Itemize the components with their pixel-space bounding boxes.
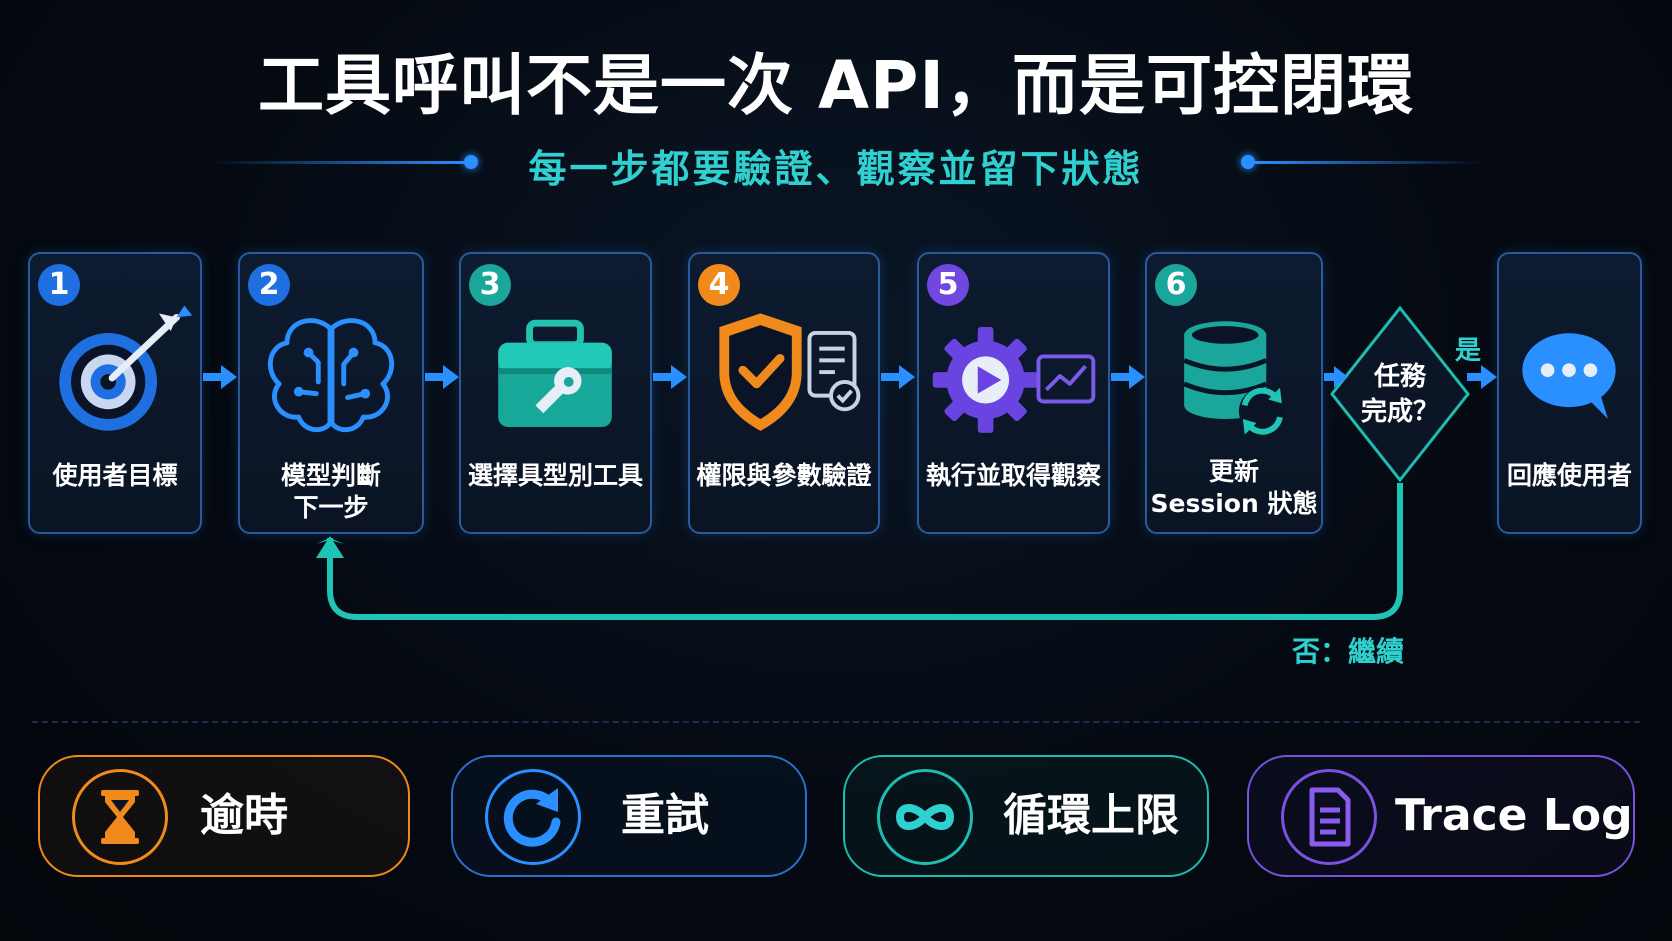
step-number-badge: 5 <box>927 264 969 306</box>
decision-label-line: 任務 <box>1373 362 1426 392</box>
arrow-right-icon <box>653 365 687 389</box>
arrow-right-icon <box>881 365 915 389</box>
step-label: 執行並取得觀察 <box>919 460 1108 492</box>
subtitle-line-left <box>210 161 468 164</box>
step-card-1: 1 使用者目標 <box>28 252 202 534</box>
step-label-line: 執行並取得觀察 <box>925 461 1101 490</box>
step-label: 模型判斷 下一步 <box>240 460 422 524</box>
hourglass-icon <box>72 769 168 865</box>
step-label: 使用者目標 <box>30 460 200 492</box>
step-number-badge: 4 <box>698 264 740 306</box>
feature-loop-limit: 循環上限 <box>843 755 1209 877</box>
retry-icon <box>485 769 581 865</box>
feature-label: Trace Log <box>1395 790 1633 841</box>
subtitle-dot-left <box>464 155 478 169</box>
step-number-badge: 2 <box>248 264 290 306</box>
final-label: 回應使用者 <box>1499 460 1640 492</box>
feature-label: 逾時 <box>200 790 288 841</box>
yes-label: 是 <box>1455 336 1482 366</box>
step-label-line: Session 狀態 <box>1150 489 1318 518</box>
section-divider <box>32 721 1640 723</box>
arrow-right-icon <box>425 365 459 389</box>
toolbox-icon <box>498 319 612 427</box>
step-card-4: 4 權限與參數驗證 <box>688 252 880 534</box>
step-label-line: 選擇具型別工具 <box>467 461 643 490</box>
database-sync-icon <box>1183 321 1286 435</box>
step-card-2: 2 模型判斷 下一步 <box>238 252 424 534</box>
subtitle: 每一步都要驗證、觀察並留下狀態 <box>528 147 1144 191</box>
step-label: 權限與參數驗證 <box>690 460 878 492</box>
gear-play-icon <box>932 327 1096 433</box>
decision-label: 任務 完成？ <box>1329 360 1471 430</box>
decision-label-line: 完成？ <box>1360 397 1439 427</box>
feature-label: 重試 <box>621 790 709 841</box>
step-card-3: 3 選擇具型別工具 <box>459 252 652 534</box>
step-label-line: 權限與參數驗證 <box>696 461 872 490</box>
final-card: 回應使用者 <box>1497 252 1642 534</box>
step-number-badge: 6 <box>1155 264 1197 306</box>
step-label-line: 使用者目標 <box>52 461 178 490</box>
decision-diamond <box>1330 305 1470 483</box>
brain-icon <box>267 318 395 433</box>
feature-retry: 重試 <box>451 755 807 877</box>
no-label: 否：繼續 <box>1292 635 1405 668</box>
step-label: 選擇具型別工具 <box>461 460 650 492</box>
arrow-right-icon <box>1324 366 1348 388</box>
step-number-badge: 3 <box>469 264 511 306</box>
final-label-line: 回應使用者 <box>1506 461 1632 490</box>
arrow-right-icon <box>1111 365 1145 389</box>
step-number-badge: 1 <box>38 264 80 306</box>
subtitle-line-right <box>1255 161 1483 164</box>
shield-check-icon <box>719 313 861 431</box>
step-card-6: 6 更新 Session 狀態 <box>1145 252 1323 534</box>
target-icon <box>59 305 193 431</box>
document-icon <box>1281 769 1377 865</box>
subtitle-dot-right <box>1241 155 1255 169</box>
step-label-line: 更新 <box>1208 457 1259 486</box>
step-label: 更新 Session 狀態 <box>1147 456 1321 520</box>
step-card-5: 5 執行並取得觀察 <box>917 252 1110 534</box>
infinity-icon <box>877 769 973 865</box>
step-label-line: 模型判斷 <box>280 461 381 490</box>
arrow-right-icon <box>1467 365 1497 389</box>
arrow-right-icon <box>203 365 237 389</box>
page-title: 工具呼叫不是一次 API，而是可控閉環 <box>258 47 1414 124</box>
feature-label: 循環上限 <box>1003 790 1179 841</box>
chat-bubble-icon <box>1522 333 1616 419</box>
step-label-line: 下一步 <box>293 493 369 522</box>
feature-trace-log: Trace Log <box>1247 755 1635 877</box>
feature-timeout: 逾時 <box>38 755 410 877</box>
loop-back-arrow <box>316 483 1403 620</box>
